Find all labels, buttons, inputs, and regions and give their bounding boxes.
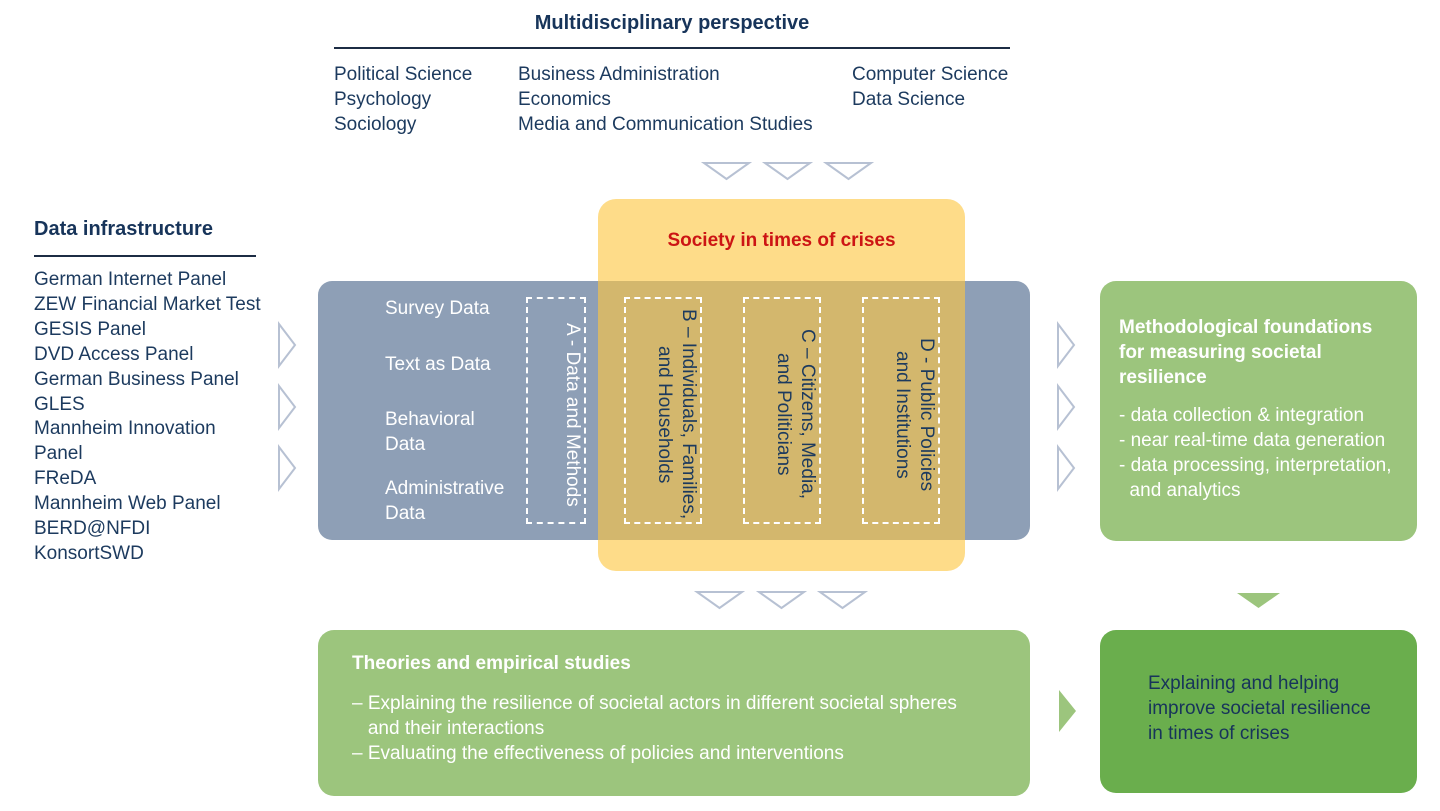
area-a-data-methods: A - Data and Methods [526,297,586,524]
area-label: C – Citizens, Media, [797,329,818,500]
discipline-item: Psychology [334,89,432,110]
discipline-item: Data Science [852,89,966,110]
methodology-item: - data collection & integration [1119,405,1365,426]
methodology-item: - near real-time data generation [1119,430,1386,451]
infrastructure-item: Panel [34,443,83,465]
infrastructure-item: Mannheim Innovation [34,418,216,440]
right-arrow-icon [278,383,297,431]
data-type-survey: Survey Data [385,298,490,319]
right-arrow-icon [278,444,297,492]
perspective-column-3: Computer Science Data Science [852,62,1008,112]
methodology-item: - data processing, interpretation, [1119,455,1392,476]
infrastructure-item: ZEW Financial Market Test [34,293,261,315]
discipline-item: Economics [518,89,611,110]
result-line: Explaining and helping [1148,673,1340,694]
society-in-crises-title: Society in times of crises [667,230,896,251]
down-arrow-icon [700,162,753,181]
infrastructure-item: German Business Panel [34,368,239,390]
area-b-individuals: B – Individuals, Families, and Household… [624,297,702,524]
perspective-divider [334,47,1010,49]
down-arrow-icon [1237,593,1280,608]
perspective-column-1: Political Science Psychology Sociology [334,62,472,137]
theories-title: Theories and empirical studies [352,653,631,674]
theories-panel [318,630,1030,796]
discipline-item: Computer Science [852,64,1009,85]
down-arrow-icon [822,162,875,181]
infrastructure-item: Mannheim Web Panel [34,493,221,515]
infrastructure-list: German Internet Panel ZEW Financial Mark… [34,268,261,567]
data-type-administrative: Administrative Data [385,476,504,526]
data-type-text: Text as Data [385,354,491,375]
down-arrow-icon [693,591,746,610]
right-arrow-icon [1057,444,1076,492]
result-line: in times of crises [1148,723,1290,744]
discipline-item: Political Science [334,64,473,85]
infrastructure-item: GLES [34,393,85,415]
methodology-title: Methodological foundations for measuring… [1119,315,1372,390]
right-arrow-icon [1059,690,1076,732]
discipline-item: Media and Communication Studies [518,114,813,135]
area-label: A - Data and Methods [562,322,583,507]
perspective-title: Multidisciplinary perspective [534,12,810,34]
down-arrow-icon [761,162,814,181]
area-label: and Politicians [773,353,794,476]
methodology-title-line: for measuring societal [1119,342,1322,363]
methodology-title-line: resilience [1119,367,1207,388]
area-c-citizens: C – Citizens, Media, and Politicians [743,297,821,524]
result-panel [1100,630,1417,793]
right-arrow-icon [1057,321,1076,369]
area-label: and Institutions [892,350,913,479]
data-type-behavioral: Behavioral Data [385,407,475,457]
discipline-item: Business Administration [518,64,720,85]
theories-list: – Explaining the resilience of societal … [352,691,957,766]
area-label: B – Individuals, Families, [678,309,699,520]
methodology-list: - data collection & integration - near r… [1119,403,1392,503]
theories-item: – Evaluating the effectiveness of polici… [352,743,844,764]
result-line: improve societal resilience [1148,698,1371,719]
down-arrow-icon [816,591,869,610]
infrastructure-item: GESIS Panel [34,318,146,340]
perspective-column-2: Business Administration Economics Media … [518,62,813,137]
infrastructure-item: FReDA [34,468,97,490]
infrastructure-item: BERD@NFDI [34,518,151,540]
methodology-panel [1100,281,1417,541]
area-label: D - Public Policies [916,337,937,492]
infrastructure-item: KonsortSWD [34,542,144,564]
data-type-line: Data [385,434,426,455]
infrastructure-item: DVD Access Panel [34,343,194,365]
society-in-crises-panel [598,199,965,571]
theories-item: and their interactions [352,718,545,739]
methodology-title-line: Methodological foundations [1119,317,1373,338]
right-arrow-icon [1057,383,1076,431]
right-arrow-icon [278,321,297,369]
infrastructure-divider [34,255,256,257]
area-label: and Households [654,345,675,484]
theories-item: – Explaining the resilience of societal … [352,693,957,714]
methodology-item: and analytics [1119,480,1241,501]
area-d-public-policies: D - Public Policies and Institutions [862,297,940,524]
result-text: Explaining and helping improve societal … [1148,671,1371,746]
data-type-line: Data [385,503,426,524]
infrastructure-title: Data infrastructure [34,218,213,240]
discipline-item: Sociology [334,114,417,135]
down-arrow-icon [755,591,808,610]
data-type-line: Administrative [385,478,505,499]
infrastructure-item: German Internet Panel [34,269,227,290]
data-type-line: Behavioral [385,409,475,430]
